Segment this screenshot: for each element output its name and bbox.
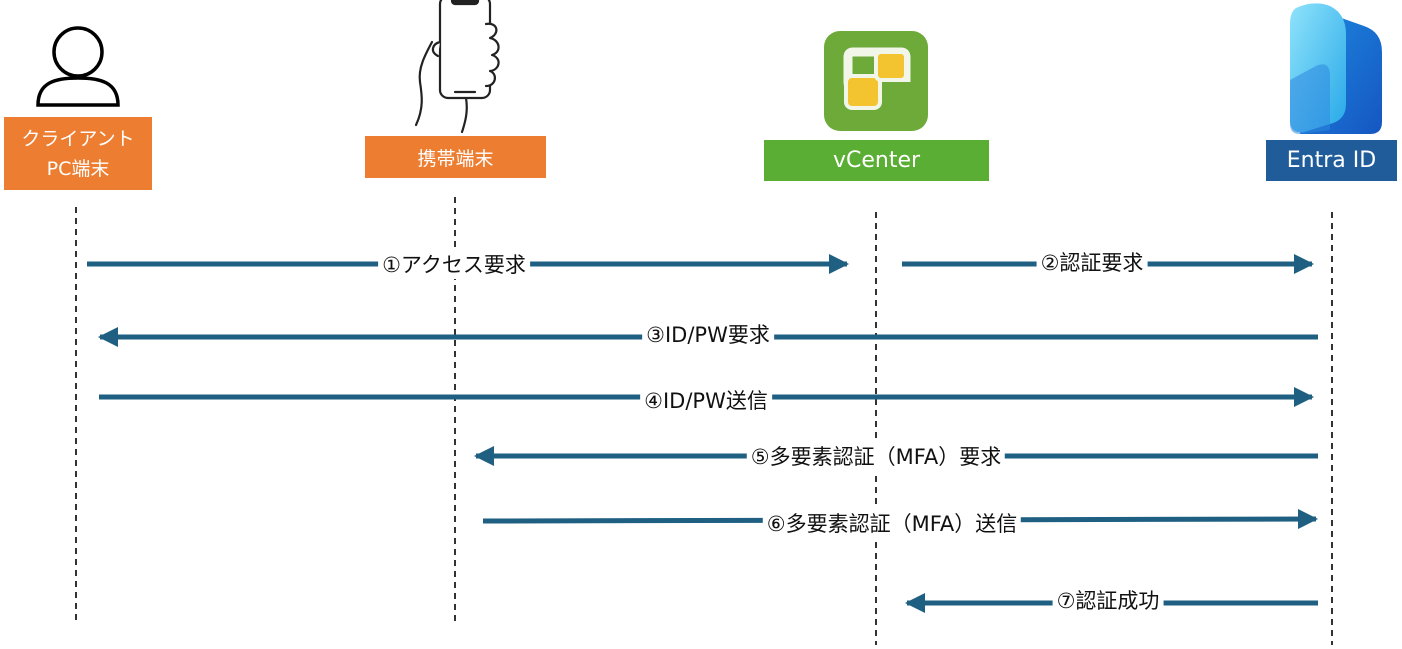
message-arrows [87,254,1318,613]
participant-label-phone: 携帯端末 [365,136,546,178]
message-label-4: ④ID/PW送信 [640,385,772,415]
message-label-2: ②認証要求 [1036,247,1148,277]
message-label-5: ⑤多要素認証（MFA）要求 [746,441,1006,471]
message-label-6: ⑥多要素認証（MFA）送信 [762,508,1022,538]
participant-label-entra: Entra ID [1266,140,1397,181]
smartphone-hand-icon [414,0,500,134]
participant-label-vcenter: vCenter [764,140,989,181]
message-label-1: ①アクセス要求 [378,249,530,279]
person-icon [36,26,120,107]
message-label-3: ③ID/PW要求 [642,319,774,349]
client-label-line1: クライアント [21,127,135,150]
vcenter-logo-icon [824,31,928,131]
client-label-line2: PC端末 [46,157,110,180]
entra-id-logo-icon [1290,3,1382,134]
message-label-7: ⑦認証成功 [1052,585,1164,615]
participant-label-client: クライアント PC端末 [4,117,152,190]
